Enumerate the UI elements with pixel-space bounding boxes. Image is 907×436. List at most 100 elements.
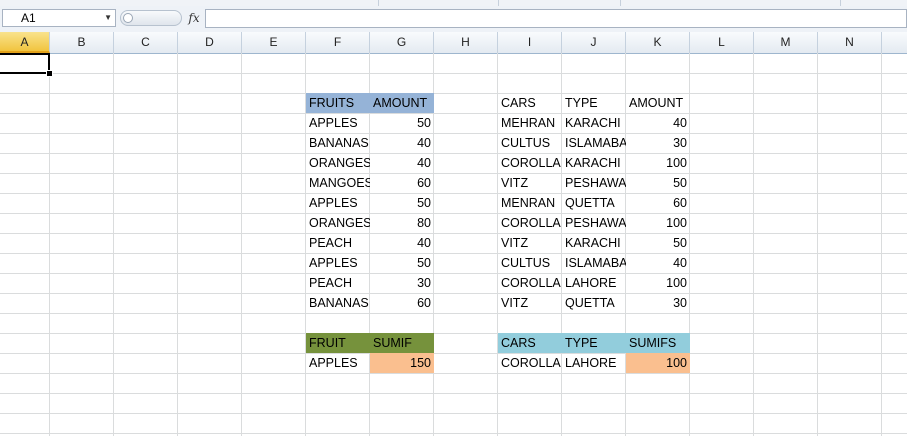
car-cell[interactable]: VITZ <box>501 296 529 310</box>
column-header-f[interactable]: F <box>306 32 370 53</box>
fruit-cell[interactable]: ORANGES <box>309 216 370 230</box>
amount-cell[interactable]: 60 <box>417 176 431 190</box>
column-header-h[interactable]: H <box>434 32 498 53</box>
type-cell[interactable]: ISLAMABAD <box>565 136 626 150</box>
sumif-result-cell[interactable]: 150 <box>370 353 434 373</box>
type-cell[interactable]: QUETTA <box>565 296 615 310</box>
amount-cell[interactable]: 40 <box>417 156 431 170</box>
fruit-cell[interactable]: BANANAS <box>309 296 369 310</box>
type-cell[interactable]: KARACHI <box>565 116 621 130</box>
car-amount-cell[interactable]: 40 <box>673 256 687 270</box>
fruit-cell[interactable]: MANGOES <box>309 176 370 190</box>
column-header-j[interactable]: J <box>562 32 626 53</box>
gridline <box>49 53 50 436</box>
car-amount-cell[interactable]: 50 <box>673 236 687 250</box>
amount-header[interactable]: AMOUNT <box>370 93 434 113</box>
column-header-d[interactable]: D <box>178 32 242 53</box>
cars-header[interactable]: CARS <box>501 96 536 110</box>
amount-cell[interactable]: 40 <box>417 136 431 150</box>
amount-cell[interactable]: 40 <box>417 236 431 250</box>
type-header[interactable]: TYPE <box>565 96 598 110</box>
name-box-value: A1 <box>21 11 36 25</box>
fruit-cell[interactable]: BANANAS <box>309 136 369 150</box>
active-cell-a1[interactable] <box>0 53 50 74</box>
sumif-header[interactable]: SUMIF <box>370 333 434 353</box>
fruit-cell[interactable]: ORANGES <box>309 156 370 170</box>
column-header-l[interactable]: L <box>690 32 754 53</box>
car-cell[interactable]: VITZ <box>501 236 529 250</box>
amount-cell[interactable]: 50 <box>417 256 431 270</box>
column-header-c[interactable]: C <box>114 32 178 53</box>
column-header-g[interactable]: G <box>370 32 434 53</box>
car-amount-cell[interactable]: 60 <box>673 196 687 210</box>
car-amount-cell[interactable]: 40 <box>673 116 687 130</box>
type-cell[interactable]: LAHORE <box>565 276 617 290</box>
fruit-cell[interactable]: PEACH <box>309 236 353 250</box>
column-header-n[interactable]: N <box>818 32 882 53</box>
amount-cell[interactable]: 30 <box>417 276 431 290</box>
amount-cell[interactable]: 50 <box>417 116 431 130</box>
amount-cell[interactable]: 80 <box>417 216 431 230</box>
gridline <box>0 313 907 314</box>
chevron-down-icon[interactable]: ▼ <box>104 13 112 22</box>
fill-handle[interactable] <box>46 70 53 77</box>
fruit-cell[interactable]: PEACH <box>309 276 353 290</box>
amount-cell[interactable]: 50 <box>417 196 431 210</box>
car-cell[interactable]: MENRAN <box>501 196 556 210</box>
gridline <box>305 53 306 436</box>
car-cell[interactable]: COROLLA <box>501 156 561 170</box>
column-header-a[interactable]: A <box>0 32 50 53</box>
car-cell[interactable]: CULTUS <box>501 256 551 270</box>
insert-function-button[interactable]: fx <box>188 11 200 25</box>
fruit-cell[interactable]: APPLES <box>309 116 358 130</box>
car-amount-cell[interactable]: 30 <box>673 136 687 150</box>
gridline <box>0 193 907 194</box>
car-amount-cell[interactable]: 30 <box>673 296 687 310</box>
column-header-i[interactable]: I <box>498 32 562 53</box>
sumifs-result-cell[interactable]: 100 <box>626 353 690 373</box>
gridline <box>0 273 907 274</box>
gridline <box>817 53 818 436</box>
sumifs-type-criteria-cell[interactable]: LAHORE <box>565 356 617 370</box>
amount-cell[interactable]: 60 <box>417 296 431 310</box>
car-amount-cell[interactable]: 100 <box>666 156 687 170</box>
sumifs-cars-header[interactable]: CARS <box>498 333 562 353</box>
car-cell[interactable]: VITZ <box>501 176 529 190</box>
sumifs-header[interactable]: SUMIFS <box>626 333 690 353</box>
car-cell[interactable]: COROLLA <box>501 216 561 230</box>
car-cell[interactable]: COROLLA <box>501 276 561 290</box>
type-cell[interactable]: KARACHI <box>565 156 621 170</box>
formula-input[interactable] <box>205 9 907 28</box>
name-box[interactable]: A1 ▼ <box>2 9 116 27</box>
type-cell[interactable]: ISLAMABAD <box>565 256 626 270</box>
type-cell[interactable]: PESHAWAR <box>565 176 626 190</box>
cars-amount-header[interactable]: AMOUNT <box>629 96 684 110</box>
column-header-e[interactable]: E <box>242 32 306 53</box>
gridline <box>0 393 907 394</box>
gridline <box>753 53 754 436</box>
name-box-resize-handle[interactable] <box>120 10 182 26</box>
column-header-k[interactable]: K <box>626 32 690 53</box>
sumif-criteria-cell[interactable]: APPLES <box>309 356 358 370</box>
car-amount-cell[interactable]: 100 <box>666 276 687 290</box>
column-header-m[interactable]: M <box>754 32 818 53</box>
sumifs-car-criteria-cell[interactable]: COROLLA <box>501 356 561 370</box>
gridline <box>689 53 690 436</box>
car-cell[interactable]: MEHRAN <box>501 116 556 130</box>
fruit-cell[interactable]: APPLES <box>309 196 358 210</box>
fruit-cell[interactable]: APPLES <box>309 256 358 270</box>
gridline <box>0 113 907 114</box>
column-header-b[interactable]: B <box>50 32 114 53</box>
car-amount-cell[interactable]: 50 <box>673 176 687 190</box>
car-cell[interactable]: CULTUS <box>501 136 551 150</box>
sumifs-type-header[interactable]: TYPE <box>562 333 626 353</box>
type-cell[interactable]: KARACHI <box>565 236 621 250</box>
type-cell[interactable]: QUETTA <box>565 196 615 210</box>
type-cell[interactable]: PESHAWAR <box>565 216 626 230</box>
fruits-header[interactable]: FRUITS <box>306 93 370 113</box>
gridline <box>177 53 178 436</box>
car-amount-cell[interactable]: 100 <box>666 216 687 230</box>
sumif-fruit-header[interactable]: FRUIT <box>306 333 370 353</box>
